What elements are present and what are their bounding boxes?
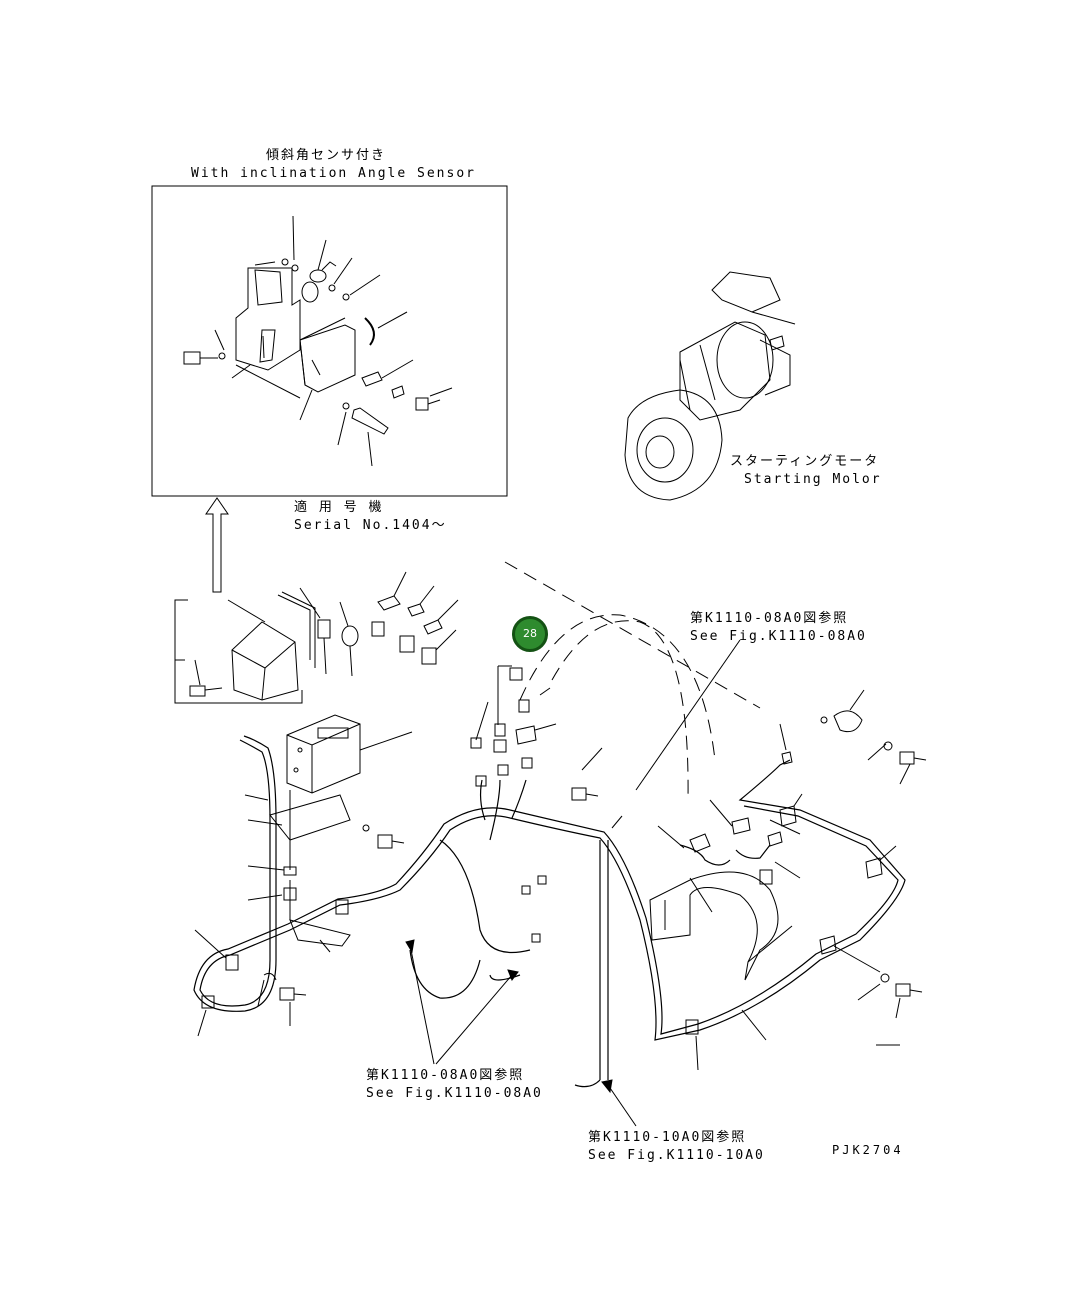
inset-title-japanese: 傾斜角センサ付き	[266, 148, 387, 163]
leader-lines	[194, 639, 911, 1127]
sensor-cover	[299, 324, 356, 393]
starter-label-english: Starting Molor	[744, 472, 882, 487]
reference-mid-english: See Fig.K1110-08A0	[366, 1086, 543, 1101]
motor-flange	[624, 389, 723, 501]
serial-label-japanese: 適 用 号 機	[294, 500, 384, 515]
cable-guard-bracket	[649, 871, 793, 981]
reference-top-english: See Fig.K1110-08A0	[690, 629, 867, 644]
reference-top-japanese: 第K1110-08A0図参照	[690, 611, 849, 626]
callout-badge-28[interactable]: 28	[512, 616, 548, 652]
left-bracket-detail	[174, 599, 303, 704]
starter-label-japanese: スターティングモータ	[730, 454, 880, 469]
inset-sensor-detail	[151, 185, 508, 497]
reference-mid-japanese: 第K1110-08A0図参照	[366, 1068, 525, 1083]
main-harness	[193, 735, 906, 1088]
serial-label-english: Serial No.1404～	[294, 518, 447, 533]
sensor-body	[301, 281, 319, 303]
engine-outline-dashed	[504, 561, 761, 801]
inset-frame	[151, 185, 508, 497]
drawing-code: PJK2704	[832, 1143, 904, 1157]
up-arrow	[205, 497, 229, 593]
reference-bottom-english: See Fig.K1110-10A0	[588, 1148, 765, 1163]
inset-title-english: With inclination Angle Sensor	[191, 166, 476, 181]
starting-motor-drawing	[624, 271, 796, 501]
controller-box	[269, 571, 459, 920]
sensor-bracket	[235, 267, 301, 371]
harness-small-parts	[201, 667, 927, 1035]
reference-bottom-japanese: 第K1110-10A0図参照	[588, 1130, 747, 1145]
